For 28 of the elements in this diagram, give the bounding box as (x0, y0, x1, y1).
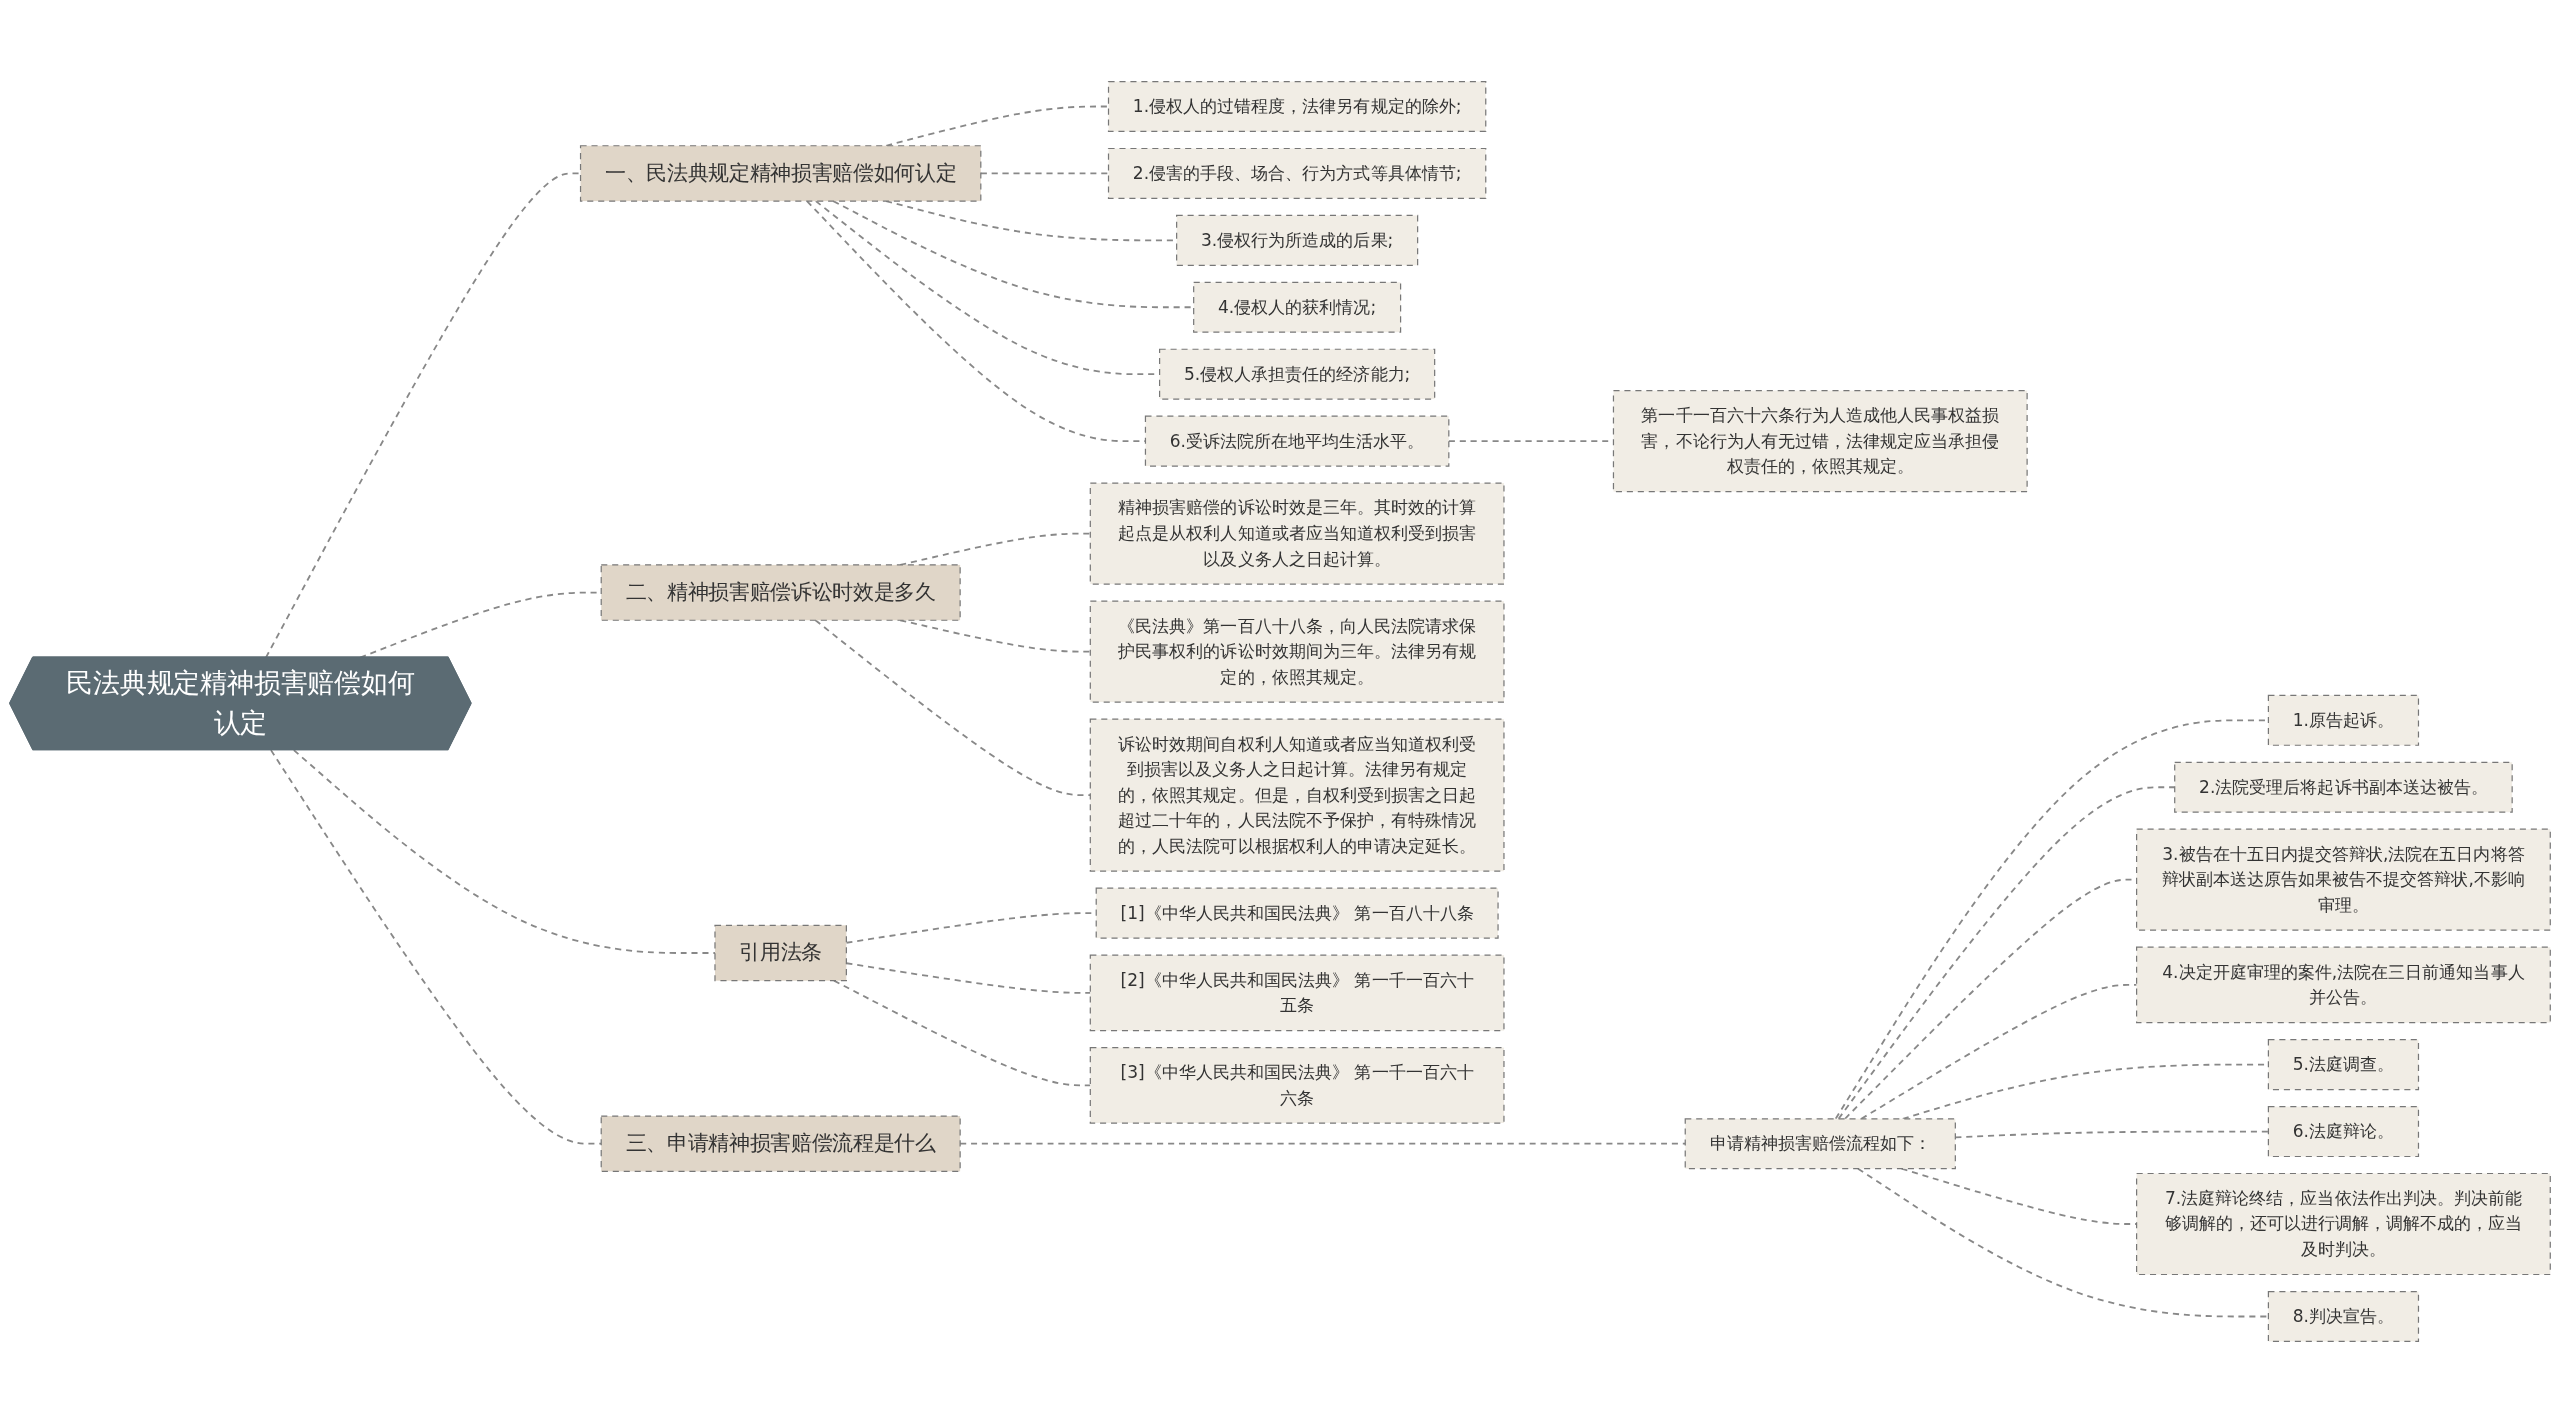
node-box: 2.法院受理后将起诉书副本送达被告。 (2174, 761, 2513, 813)
node-box: 三、申请精神损害赔偿流程是什么 (600, 1115, 961, 1172)
node-box: 引用法条 (714, 924, 847, 982)
connector (1860, 984, 2138, 1120)
node-box: 7.法庭辩论终结，应当依法作出判决。判决前能够调解的，还可以进行调解，调解不成的，应当及时判决。 (2136, 1172, 2551, 1276)
node-box: 6.法庭辩论。 (2267, 1106, 2420, 1158)
node-box: [3]《中华人民共和国民法典》 第一千一百六十六条 (1089, 1047, 1505, 1124)
node-box: 1.原告起诉。 (2267, 694, 2420, 746)
node-box: 4.决定开庭审理的案件,法院在三日前通知当事人并公告。 (2136, 946, 2551, 1024)
node-box: 4.侵权人的获利情况; (1193, 281, 1402, 333)
node-box: 5.侵权人承担责任的经济能力; (1159, 348, 1436, 400)
node-box: 一、民法典规定精神损害赔偿如何认定 (579, 145, 982, 202)
node-box: 二、精神损害赔偿诉讼时效是多久 (600, 564, 961, 621)
node-box: 精神损害赔偿的诉讼时效是三年。其时效的计算起点是从权利人知道或者应当知道权利受到损害以及义务人之日起计算。 (1089, 482, 1505, 585)
node-box: 3.侵权行为所造成的后果; (1176, 214, 1419, 266)
node-box: [2]《中华人民共和国民法典》 第一千一百六十五条 (1089, 954, 1505, 1032)
node-box: 诉讼时效期间自权利人知道或者应当知道权利受到损害以及义务人之日起计算。法律另有规定的，依照其规定。但是，自权利受到损害之日起超过二十年的，人民法院不予保护，有特殊情况的，人民法院可以根据权利人的申请决定延长。 (1089, 718, 1505, 872)
node-box: 《民法典》第一百八十八条，向人民法院请求保护民事权利的诉讼时效期间为三年。法律另有规定的，依照其规定。 (1089, 600, 1505, 703)
node-box: 8.判决宣告。 (2267, 1290, 2420, 1342)
node-box: [1]《中华人民共和国民法典》 第一百八十八条 (1095, 887, 1499, 939)
node-box: 2.侵害的手段、场合、行为方式等具体情节; (1107, 147, 1487, 199)
node-box: 第一千一百六十六条行为人造成他人民事权益损害，不论行为人有无过错，法律规定应当承担侵权责任的，依照其规定。 (1612, 390, 2028, 493)
node-box: 1.侵权人的过错程度，法律另有规定的除外; (1107, 81, 1487, 133)
node-box: 6.受诉法院所在地平均生活水平。 (1144, 415, 1450, 467)
connector (1844, 878, 2138, 1120)
node-box: 3.被告在十五日内提交答辩状,法院在五日内将答辩状副本送达原告如果被告不提交答辩状,不影响审理。 (2136, 828, 2551, 931)
node-box: 5.法庭调查。 (2267, 1039, 2420, 1091)
node-box: 申请精神损害赔偿流程如下： (1684, 1118, 1956, 1170)
